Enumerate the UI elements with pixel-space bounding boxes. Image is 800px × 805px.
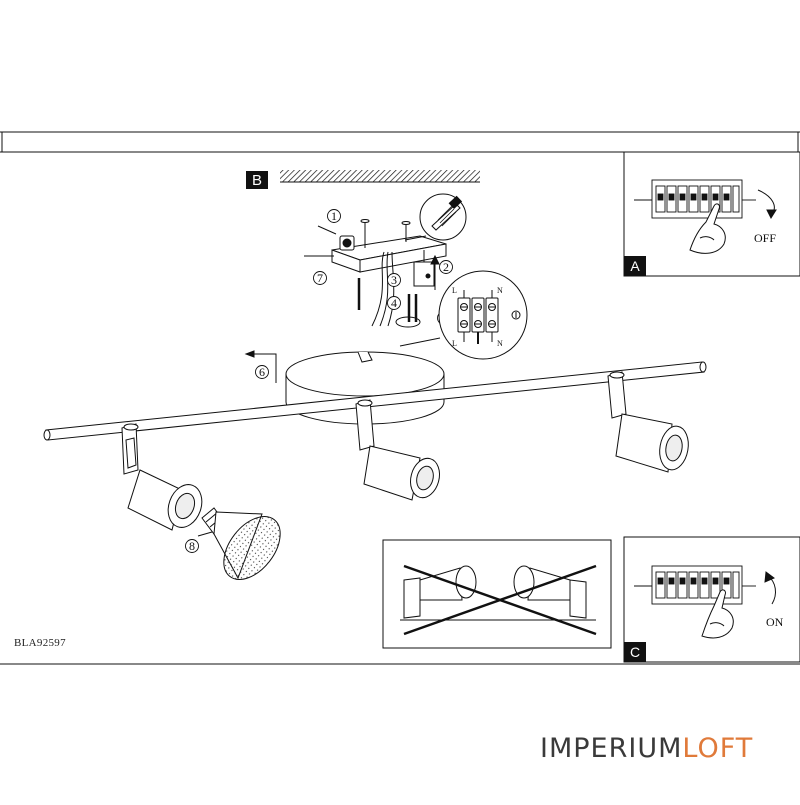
brand-part-1: IMPERIUM bbox=[540, 733, 683, 764]
off-label: OFF bbox=[754, 231, 776, 245]
ceiling-hatch bbox=[280, 170, 480, 182]
svg-text:1: 1 bbox=[331, 209, 337, 223]
svg-text:3: 3 bbox=[391, 273, 397, 287]
track-rail bbox=[43, 361, 707, 441]
step-marker-8: 8 bbox=[185, 539, 199, 553]
panel-b-label-box bbox=[246, 171, 268, 189]
terminal-label-top-l: L bbox=[452, 286, 457, 295]
panel-a-off: OFF A bbox=[623, 151, 800, 277]
panel-b-header: B bbox=[246, 170, 480, 189]
fuse-box bbox=[634, 565, 756, 605]
panel-b-label: B bbox=[252, 172, 262, 189]
step-marker-3: 3 bbox=[387, 273, 401, 287]
step-marker-6: 6 bbox=[255, 365, 269, 379]
panel-c-label-box bbox=[624, 642, 646, 662]
svg-text:8: 8 bbox=[189, 539, 195, 553]
panel-a-label: A bbox=[630, 258, 640, 274]
svg-text:6: 6 bbox=[259, 365, 265, 379]
mounting-bracket-assembly bbox=[304, 219, 447, 328]
spotlight-middle bbox=[355, 399, 440, 501]
brand-part-2: LOFT bbox=[682, 733, 754, 764]
terminal-block-detail: L N L N bbox=[399, 270, 528, 360]
hand-off bbox=[689, 203, 726, 254]
panel-c-on: ON C bbox=[623, 536, 800, 663]
terminal-label-bottom-n: N bbox=[497, 339, 503, 348]
gu10-bulb bbox=[197, 507, 281, 580]
step-6-arrow bbox=[244, 350, 277, 383]
cross-line bbox=[403, 564, 597, 636]
junction-clip bbox=[413, 261, 435, 287]
svg-text:7: 7 bbox=[317, 271, 323, 285]
step-marker-7: 7 bbox=[313, 271, 327, 285]
rotate-up-arrow bbox=[764, 571, 776, 605]
wrong-installation-panel bbox=[382, 539, 612, 649]
spotlight-right bbox=[607, 371, 689, 473]
step-marker-2: 2 bbox=[439, 260, 453, 274]
panel-a-label-box bbox=[624, 256, 646, 276]
step-marker-1: 1 bbox=[327, 209, 341, 223]
terminal-label-top-n: N bbox=[497, 286, 503, 295]
fuse-box bbox=[634, 179, 756, 219]
svg-text:2: 2 bbox=[443, 260, 449, 274]
hand-on bbox=[701, 589, 734, 639]
on-label: ON bbox=[766, 615, 784, 629]
svg-text:4: 4 bbox=[391, 296, 397, 310]
rotate-down-arrow bbox=[757, 189, 777, 220]
step-marker-4: 4 bbox=[387, 296, 401, 310]
terminal-label-bottom-l: L bbox=[452, 339, 457, 348]
dowel-detail bbox=[404, 193, 467, 241]
bracket-knob bbox=[342, 238, 352, 248]
panel-c-label: C bbox=[630, 644, 640, 660]
model-code: BLA92597 bbox=[14, 637, 66, 649]
spotlight-left bbox=[121, 423, 203, 531]
brand-logo: IMPERIUMLOFT bbox=[540, 733, 753, 764]
